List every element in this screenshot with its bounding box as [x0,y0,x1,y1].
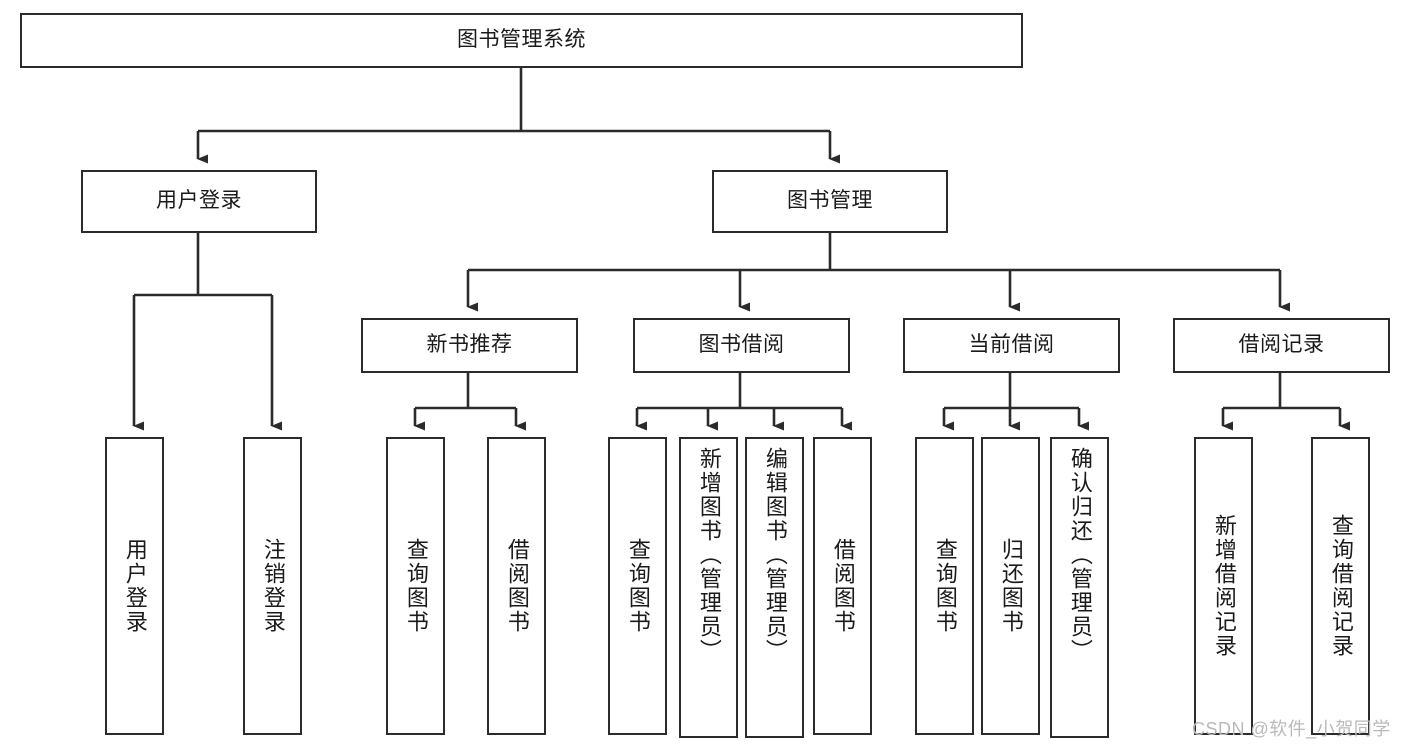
node-label: 编辑图书（管理员） [762,447,788,663]
node-current-borrow[interactable]: 当前借阅 [903,318,1120,373]
node-leaf-query-borrow-record[interactable]: 查询借阅记录 [1311,437,1370,735]
node-label: 确认归还（管理员） [1067,447,1093,663]
node-root[interactable]: 图书管理系统 [20,13,1023,68]
node-leaf-edit-book[interactable]: 编辑图书（管理员） [745,437,804,738]
node-borrow-record[interactable]: 借阅记录 [1173,318,1390,373]
node-label: 注销登录 [260,538,286,634]
node-leaf-add-borrow-record[interactable]: 新增借阅记录 [1194,437,1253,735]
node-leaf-return-book[interactable]: 归还图书 [981,437,1040,735]
node-leaf-user-logout[interactable]: 注销登录 [243,437,302,735]
node-new-book-recommend[interactable]: 新书推荐 [361,318,578,373]
node-label: 用户登录 [122,538,148,634]
node-label: 归还图书 [998,538,1024,634]
node-book-borrow[interactable]: 图书借阅 [633,318,850,373]
node-label: 借阅图书 [830,538,856,634]
node-label: 借阅记录 [1238,333,1325,357]
node-leaf-borrow-book-recommend[interactable]: 借阅图书 [487,437,546,735]
node-leaf-borrow-book[interactable]: 借阅图书 [813,437,872,735]
node-label: 借阅图书 [504,538,530,634]
node-label: 当前借阅 [968,333,1055,357]
node-label: 新书推荐 [426,333,513,357]
node-label: 查询图书 [625,538,651,634]
node-label: 图书借阅 [698,333,785,357]
node-leaf-query-book-current[interactable]: 查询图书 [915,437,974,735]
node-user-login[interactable]: 用户登录 [81,170,317,233]
node-book-management[interactable]: 图书管理 [712,170,948,233]
node-label: 用户登录 [156,189,242,213]
node-label: 查询借阅记录 [1328,514,1354,658]
node-label: 新增图书（管理员） [696,447,722,663]
node-label: 查询图书 [403,538,429,634]
node-leaf-add-book[interactable]: 新增图书（管理员） [679,437,738,738]
node-leaf-user-login[interactable]: 用户登录 [105,437,164,735]
node-leaf-confirm-return[interactable]: 确认归还（管理员） [1050,437,1109,738]
node-label: 新增借阅记录 [1211,514,1237,658]
node-label: 图书管理系统 [457,28,586,52]
node-leaf-query-book-recommend[interactable]: 查询图书 [386,437,445,735]
tree-edges [132,68,1350,431]
node-leaf-query-book-borrow[interactable]: 查询图书 [608,437,667,735]
node-label: 查询图书 [932,538,958,634]
node-label: 图书管理 [787,189,873,213]
